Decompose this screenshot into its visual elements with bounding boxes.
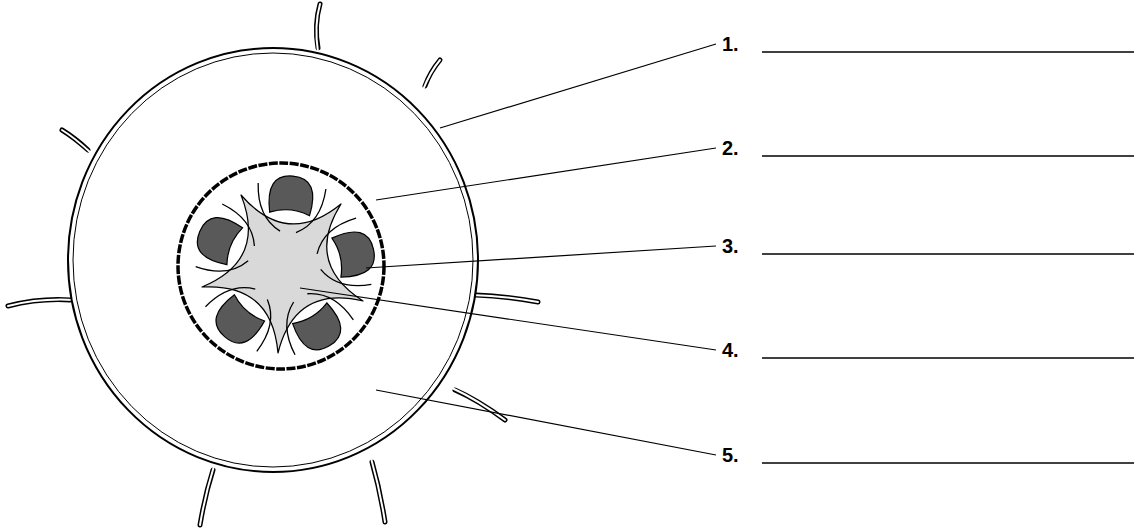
callout-number: 5. bbox=[722, 443, 739, 467]
vascular-cylinder bbox=[178, 163, 384, 369]
leader-lines bbox=[300, 44, 716, 455]
epidermis-inner bbox=[73, 53, 473, 467]
callout-number: 2. bbox=[722, 136, 739, 160]
callout-number: 3. bbox=[722, 234, 739, 258]
epidermis bbox=[68, 48, 478, 472]
callout-number: 1. bbox=[722, 32, 739, 56]
callout-number: 4. bbox=[722, 338, 739, 362]
root-hairs bbox=[8, 4, 538, 525]
answer-lines bbox=[762, 52, 1134, 463]
phloem-patches bbox=[186, 173, 381, 363]
